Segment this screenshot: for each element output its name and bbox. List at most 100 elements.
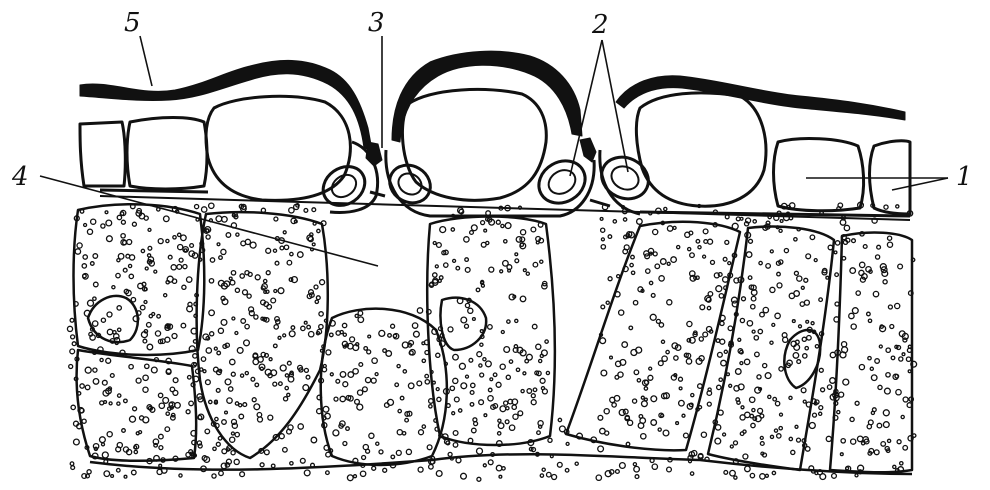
chloroplast-dot [795, 340, 799, 344]
chloroplast-dot [168, 255, 172, 259]
chloroplast-dot [453, 431, 458, 436]
chloroplast-dot [143, 339, 147, 343]
chloroplast-dot [104, 471, 110, 477]
chloroplast-dot [814, 259, 817, 262]
chloroplast-dot [876, 255, 880, 259]
chloroplast-dot [203, 370, 206, 373]
chloroplast-dot [851, 324, 856, 329]
chloroplast-dot [718, 352, 723, 357]
chloroplast-dot [504, 401, 508, 405]
chloroplast-dot [243, 403, 247, 407]
chloroplast-dot [488, 396, 493, 401]
chloroplast-dot [319, 312, 323, 316]
chloroplast-dot [427, 445, 432, 450]
chloroplast-dot [465, 268, 470, 273]
chloroplast-dot [531, 394, 535, 398]
chloroplast-dot [231, 271, 235, 275]
chloroplast-dot [253, 359, 259, 365]
chloroplast-dot [266, 248, 271, 253]
chloroplast-dot [515, 253, 518, 256]
chloroplast-dot [746, 252, 752, 258]
chloroplast-dot [901, 415, 904, 418]
chloroplast-dot [878, 385, 882, 389]
chloroplast-dot [834, 251, 837, 254]
chloroplast-dot [772, 323, 775, 326]
chloroplast-dot [779, 427, 782, 430]
chloroplast-dot [187, 277, 192, 282]
chloroplast-dot [221, 320, 227, 326]
chloroplast-dot [539, 359, 542, 362]
chloroplast-dot [720, 321, 724, 325]
chloroplast-dot [679, 377, 683, 381]
chloroplast-dot [516, 237, 522, 243]
chloroplast-dot [642, 401, 648, 407]
chloroplast-dot [452, 412, 455, 415]
chloroplast-dot [114, 334, 119, 339]
chloroplast-dot [821, 388, 825, 392]
chloroplast-dot [872, 408, 876, 412]
chloroplast-dot [244, 340, 250, 346]
chloroplast-dot [397, 365, 400, 368]
chloroplast-dot [144, 288, 147, 291]
chloroplast-dot [839, 392, 844, 397]
chloroplast-dot [433, 242, 436, 245]
chloroplast-dot [629, 326, 633, 330]
chloroplast-dot [610, 356, 613, 359]
chloroplast-dot [406, 449, 411, 454]
chloroplast-dot [483, 464, 486, 467]
chloroplast-dot [159, 464, 162, 467]
chloroplast-dot [210, 332, 214, 336]
chloroplast-dot [118, 328, 121, 331]
chloroplast-dot [436, 353, 440, 357]
chloroplast-dot [750, 473, 754, 477]
chloroplast-dot [247, 294, 251, 298]
chloroplast-dot [840, 453, 843, 456]
chloroplast-dot [715, 425, 720, 430]
chloroplast-dot [343, 382, 348, 387]
chloroplast-dot [896, 205, 899, 208]
chloroplast-dot [140, 416, 144, 420]
chloroplast-dot [158, 393, 162, 397]
chloroplast-dot [875, 359, 880, 364]
chloroplast-dot [453, 378, 458, 383]
chloroplast-dot [221, 249, 226, 254]
chloroplast-dot [774, 429, 777, 432]
chloroplast-dot [667, 467, 672, 472]
leader-line-1b [892, 178, 948, 190]
chloroplast-dot [882, 271, 888, 277]
chloroplast-dot [548, 438, 552, 442]
chloroplast-dot [309, 332, 314, 337]
chloroplast-dot [514, 345, 517, 348]
chloroplast-dot [826, 436, 831, 441]
chloroplast-dot [173, 236, 176, 239]
chloroplast-dot [826, 276, 829, 279]
chloroplast-dot [651, 294, 655, 298]
chloroplast-dot [408, 383, 414, 389]
chloroplast-dot [285, 386, 288, 389]
chloroplast-dot [768, 395, 771, 398]
chloroplast-dot [850, 417, 854, 421]
chloroplast-dot [312, 208, 316, 212]
chloroplast-dot [677, 246, 680, 249]
chloroplast-dot [230, 437, 235, 442]
chloroplast-dot [171, 265, 176, 270]
chloroplast-dot [804, 300, 809, 305]
chloroplast-dot [801, 388, 806, 393]
chloroplast-dot [188, 302, 192, 306]
chloroplast-dot [715, 438, 721, 444]
chloroplast-dot [598, 446, 604, 452]
stoma-pore-right-blob [580, 138, 596, 162]
chloroplast-dot [649, 367, 652, 370]
chloroplast-dot [758, 408, 763, 413]
chloroplast-dot [684, 433, 689, 438]
chloroplast-dot [871, 375, 877, 381]
chloroplast-dot [888, 236, 892, 240]
chloroplast-dot [515, 319, 518, 322]
chloroplast-dot [540, 474, 543, 477]
chloroplast-dot [178, 233, 181, 236]
chloroplast-dot [631, 271, 634, 274]
chloroplast-dot [278, 336, 281, 339]
chloroplast-dot [537, 431, 541, 435]
chloroplast-dot [166, 412, 169, 415]
chloroplast-dot [768, 215, 771, 218]
